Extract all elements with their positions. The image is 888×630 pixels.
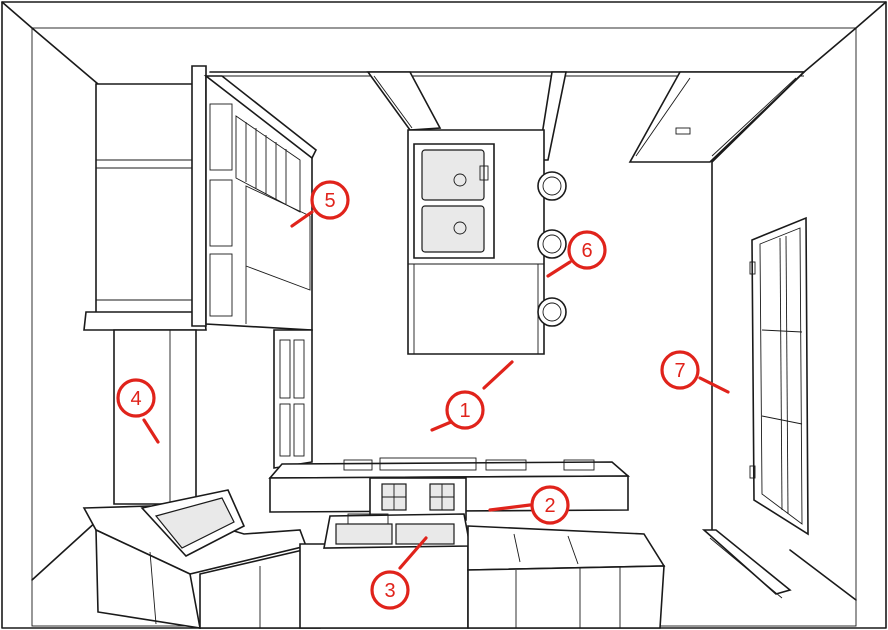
marker-6-circle (567, 230, 607, 270)
annotation-markers: 1 2 3 4 5 6 7 (116, 180, 730, 610)
marker-6-label: 6 (581, 240, 592, 262)
marker-2-label: 2 (544, 495, 555, 517)
marker-3-label: 3 (384, 580, 395, 602)
marker-7-circle (660, 350, 700, 390)
island (407, 129, 545, 355)
marker-6: 6 (546, 230, 607, 278)
marker-4-circle (116, 378, 156, 418)
marker-7-label: 7 (674, 360, 685, 382)
marker-5-leader (290, 210, 314, 228)
cooktop-range (268, 457, 631, 521)
marker-4-leader (142, 418, 160, 444)
base-cabinet-sink-counter (82, 489, 666, 629)
marker-3-circle (370, 570, 410, 610)
bar-stools (537, 171, 567, 327)
marker-5-label: 5 (324, 190, 335, 212)
marker-1-circle (445, 390, 485, 430)
marker-2-leader (488, 503, 532, 512)
marker-1-leader (482, 360, 514, 390)
marker-4-label: 4 (130, 388, 141, 410)
doorway-left (366, 71, 442, 131)
marker-2: 2 (488, 485, 570, 525)
marker-1-leader-2 (430, 420, 453, 432)
marker-6-leader (546, 260, 572, 278)
marker-2-circle (530, 485, 570, 525)
marker-1-label: 1 (459, 400, 470, 422)
marker-3: 3 (370, 536, 428, 610)
pantry-tall-unit (83, 83, 207, 505)
right-wall (701, 71, 805, 599)
marker-7-leader (698, 376, 730, 394)
marker-5: 5 (290, 180, 350, 228)
marker-7: 7 (660, 350, 730, 394)
marker-5-circle (310, 180, 350, 220)
wall-cabinets (191, 65, 318, 469)
marker-3-leader (398, 536, 428, 570)
marker-4: 4 (116, 378, 160, 444)
marker-1: 1 (430, 360, 514, 432)
doorway-right (537, 71, 806, 163)
window (749, 216, 809, 536)
